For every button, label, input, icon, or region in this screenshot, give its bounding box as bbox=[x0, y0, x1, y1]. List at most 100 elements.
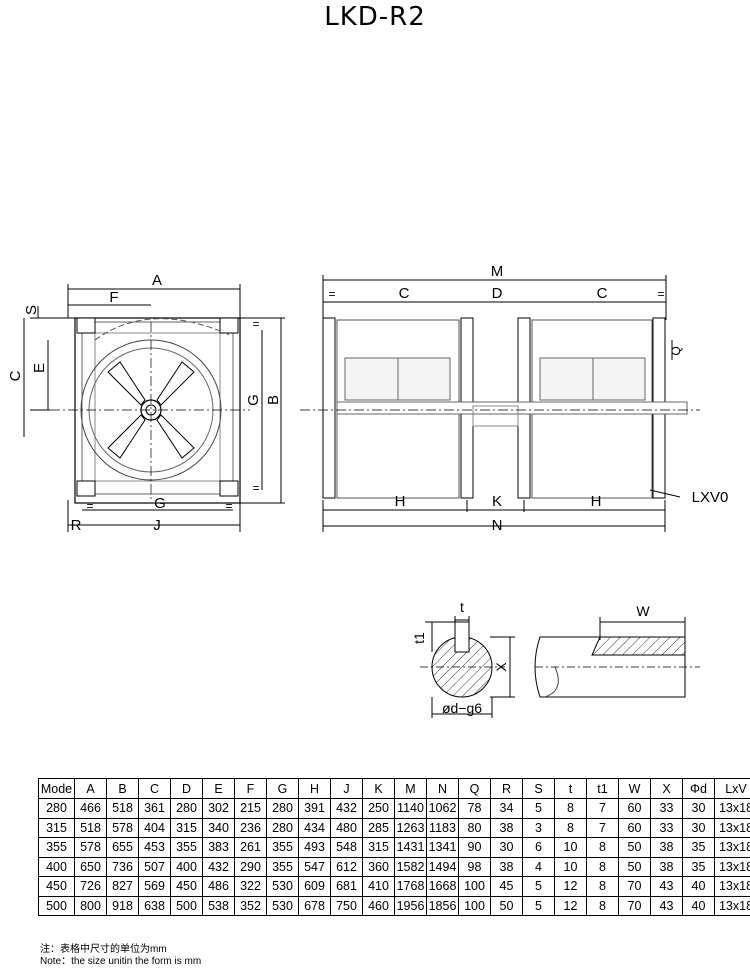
table-cell: 466 bbox=[74, 798, 107, 819]
column-header: t bbox=[554, 778, 587, 799]
table-cell: 78 bbox=[458, 798, 491, 819]
table-cell: 322 bbox=[234, 876, 267, 897]
table-cell: 383 bbox=[202, 837, 235, 858]
column-header: t1 bbox=[586, 778, 619, 799]
table-cell: 548 bbox=[330, 837, 363, 858]
table-cell: 500 bbox=[38, 895, 75, 916]
table-cell: 12 bbox=[554, 876, 587, 897]
table-cell: 13x18 bbox=[714, 798, 750, 819]
table-cell: 340 bbox=[202, 817, 235, 838]
table-cell: 432 bbox=[202, 856, 235, 877]
dim-label-c: C bbox=[7, 370, 24, 381]
dim-label-eq: = bbox=[225, 499, 232, 513]
table-cell: 400 bbox=[38, 856, 75, 877]
table-cell: 434 bbox=[298, 817, 331, 838]
table-cell: 315 bbox=[362, 837, 395, 858]
table-cell: 1494 bbox=[426, 856, 459, 877]
table-cell: 609 bbox=[298, 876, 331, 897]
table-cell: 45 bbox=[490, 876, 523, 897]
dim-label-eq: = bbox=[252, 317, 259, 331]
column-header: Mode bbox=[38, 778, 75, 799]
table-cell: 400 bbox=[170, 856, 203, 877]
table-cell: 450 bbox=[38, 876, 75, 897]
column-header: R bbox=[490, 778, 523, 799]
table-cell: 33 bbox=[650, 817, 683, 838]
table-cell: 13x18 bbox=[714, 895, 750, 916]
table-cell: 43 bbox=[650, 895, 683, 916]
dim-label-g-bottom: G bbox=[154, 495, 166, 512]
table-cell: 681 bbox=[330, 876, 363, 897]
table-cell: 236 bbox=[234, 817, 267, 838]
dim-label-g-right: G bbox=[245, 394, 262, 406]
table-cell: 404 bbox=[138, 817, 171, 838]
table-cell: 578 bbox=[106, 817, 139, 838]
column-header: M bbox=[394, 778, 427, 799]
note-en: Note：the size unitin the form is mm bbox=[40, 956, 202, 967]
table-cell: 38 bbox=[650, 837, 683, 858]
table-cell: 50 bbox=[618, 837, 651, 858]
table-cell: 1431 bbox=[394, 837, 427, 858]
dim-label-d: D bbox=[492, 285, 503, 302]
table-cell: 530 bbox=[266, 895, 299, 916]
table-cell: 250 bbox=[362, 798, 395, 819]
dim-label-k: K bbox=[492, 493, 502, 510]
column-header: C bbox=[138, 778, 171, 799]
table-cell: 90 bbox=[458, 837, 491, 858]
dim-label-eq: = bbox=[328, 287, 335, 301]
column-header: K bbox=[362, 778, 395, 799]
table-cell: 432 bbox=[330, 798, 363, 819]
side-view bbox=[300, 275, 700, 532]
column-header: B bbox=[106, 778, 139, 799]
dim-label-w: W bbox=[636, 603, 650, 619]
table-cell: 750 bbox=[330, 895, 363, 916]
table-cell: 678 bbox=[298, 895, 331, 916]
table-cell: 569 bbox=[138, 876, 171, 897]
table-cell: 918 bbox=[106, 895, 139, 916]
table-cell: 13x18 bbox=[714, 837, 750, 858]
table-cell: 507 bbox=[138, 856, 171, 877]
dim-label-f: F bbox=[109, 289, 118, 306]
table-cell: 80 bbox=[458, 817, 491, 838]
table-cell: 355 bbox=[38, 837, 75, 858]
shaft-side-labels: W bbox=[636, 603, 650, 619]
table-cell: 4 bbox=[522, 856, 555, 877]
table-cell: 480 bbox=[330, 817, 363, 838]
dim-label-t: t bbox=[460, 599, 464, 615]
table-cell: 38 bbox=[490, 817, 523, 838]
table-cell: 50 bbox=[490, 895, 523, 916]
dim-label-c-left: C bbox=[399, 285, 410, 302]
table-cell: 315 bbox=[38, 817, 75, 838]
table-cell: 1341 bbox=[426, 837, 459, 858]
table-cell: 8 bbox=[586, 895, 619, 916]
table-cell: 638 bbox=[138, 895, 171, 916]
dim-label-r: R bbox=[71, 517, 82, 534]
column-header: A bbox=[74, 778, 107, 799]
table-cell: 612 bbox=[330, 856, 363, 877]
table-cell: 360 bbox=[362, 856, 395, 877]
table-cell: 450 bbox=[170, 876, 203, 897]
column-header: H bbox=[298, 778, 331, 799]
dim-label-eq: = bbox=[657, 287, 664, 301]
table-cell: 13x18 bbox=[714, 817, 750, 838]
column-header: J bbox=[330, 778, 363, 799]
table-cell: 315 bbox=[170, 817, 203, 838]
front-view bbox=[23, 284, 285, 532]
table-cell: 518 bbox=[74, 817, 107, 838]
table-cell: 8 bbox=[554, 798, 587, 819]
table-cell: 60 bbox=[618, 817, 651, 838]
table-cell: 352 bbox=[234, 895, 267, 916]
table-cell: 650 bbox=[74, 856, 107, 877]
table-cell: 391 bbox=[298, 798, 331, 819]
table-cell: 5 bbox=[522, 876, 555, 897]
dim-label-c-right: C bbox=[597, 285, 608, 302]
table-cell: 547 bbox=[298, 856, 331, 877]
table-cell: 1768 bbox=[394, 876, 427, 897]
table-cell: 500 bbox=[170, 895, 203, 916]
